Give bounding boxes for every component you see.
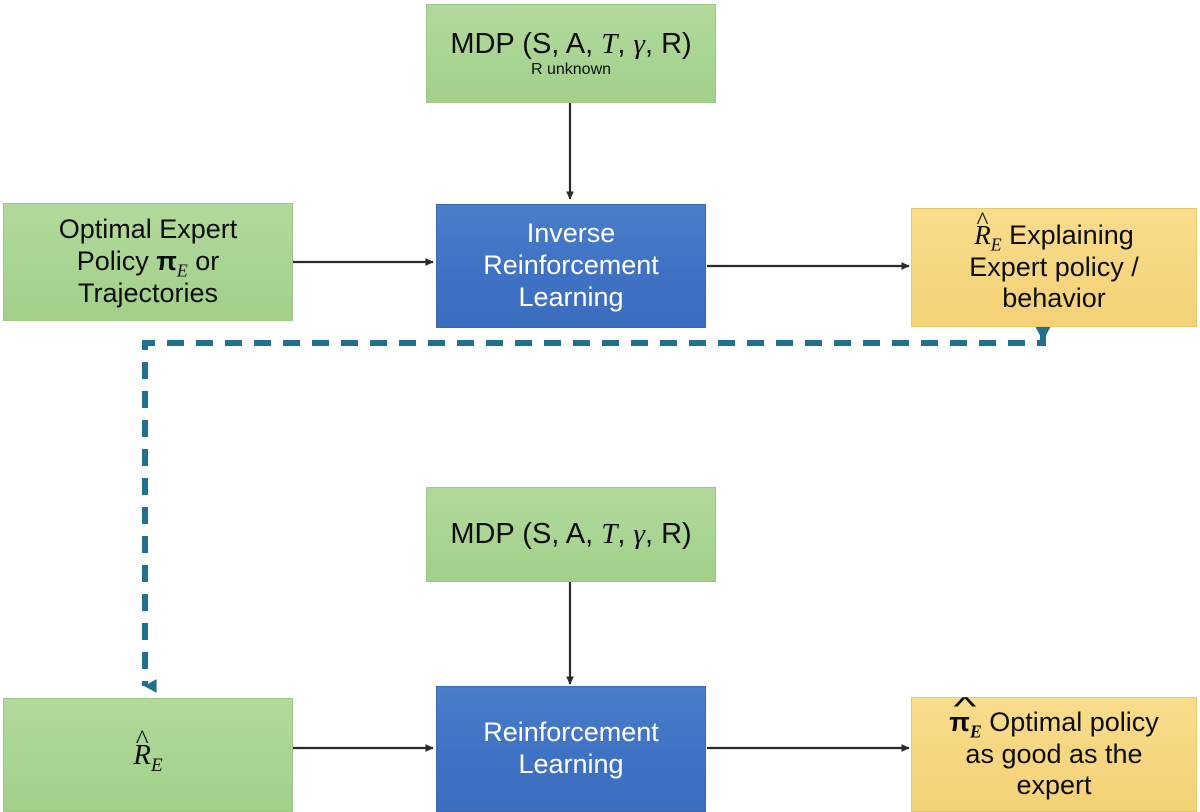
node-optimal-policy[interactable]: ^πE Optimal policy as good as the expert: [911, 693, 1197, 812]
symbol-T: T: [601, 27, 618, 60]
symbol-R-hat: ^R: [133, 723, 152, 771]
node-reward-explaining-line3: behavior: [1002, 283, 1106, 314]
node-irl-line3: Learning: [518, 281, 624, 312]
node-reward-explaining[interactable]: ^RE Explaining Expert policy / behavior: [911, 208, 1197, 327]
symbol-pi-subscript: E: [969, 721, 982, 742]
symbol-gamma: γ: [633, 518, 645, 551]
node-reinforcement-learning[interactable]: Reinforcement Learning: [436, 686, 706, 812]
hat-accent-icon: ^: [976, 205, 989, 235]
node-mdp-bottom[interactable]: MDP (S, A, T, γ, R): [426, 487, 716, 582]
node-expert-policy-line1: Optimal Expert: [58, 214, 238, 245]
hat-accent-icon: ^: [135, 723, 149, 755]
node-reward-explaining-line1: ^RE Explaining: [974, 205, 1134, 255]
node-reward-hat-label: ^RE: [10, 723, 286, 775]
node-irl-line2: Reinforcement: [483, 250, 659, 281]
node-optimal-policy-line2: as good as the: [965, 738, 1143, 769]
node-mdp-top-main-label: MDP (S, A, T, γ, R): [450, 27, 692, 60]
node-mdp-top-sub-label: R unknown: [530, 61, 612, 79]
node-reward-explaining-line2: Expert policy /: [969, 251, 1139, 282]
symbol-pi-subscript: E: [176, 260, 188, 281]
symbol-pi-hat: ^πE: [949, 693, 982, 742]
node-optimal-policy-line1: ^πE Optimal policy: [949, 693, 1159, 742]
symbol-gamma: γ: [633, 27, 645, 60]
node-expert-policy[interactable]: Optimal Expert Policy πE or Trajectories: [3, 203, 293, 321]
node-inverse-reinforcement-learning[interactable]: Inverse Reinforcement Learning: [436, 204, 706, 328]
node-rl-line2: Learning: [518, 749, 624, 779]
node-rl-line1: Reinforcement: [483, 717, 659, 748]
node-expert-policy-line3: Trajectories: [77, 277, 219, 308]
node-optimal-policy-line3: expert: [1016, 770, 1092, 801]
dashed-stub-arrowhead-icon: [1035, 326, 1051, 341]
symbol-T: T: [601, 518, 618, 551]
symbol-pi: π: [156, 246, 177, 277]
node-irl-line1: Inverse: [526, 218, 616, 249]
symbol-R-subscript: E: [151, 754, 163, 776]
node-mdp-top[interactable]: MDP (S, A, T, γ, R) R unknown: [426, 4, 716, 103]
symbol-R-subscript: E: [990, 234, 1002, 255]
node-mdp-bottom-main-label: MDP (S, A, T, γ, R): [450, 518, 692, 551]
node-reward-hat[interactable]: ^RE: [3, 698, 293, 812]
node-expert-policy-line2: Policy πE or: [76, 246, 220, 281]
symbol-R-hat: ^R: [974, 205, 991, 250]
hat-accent-icon: ^: [954, 693, 977, 722]
